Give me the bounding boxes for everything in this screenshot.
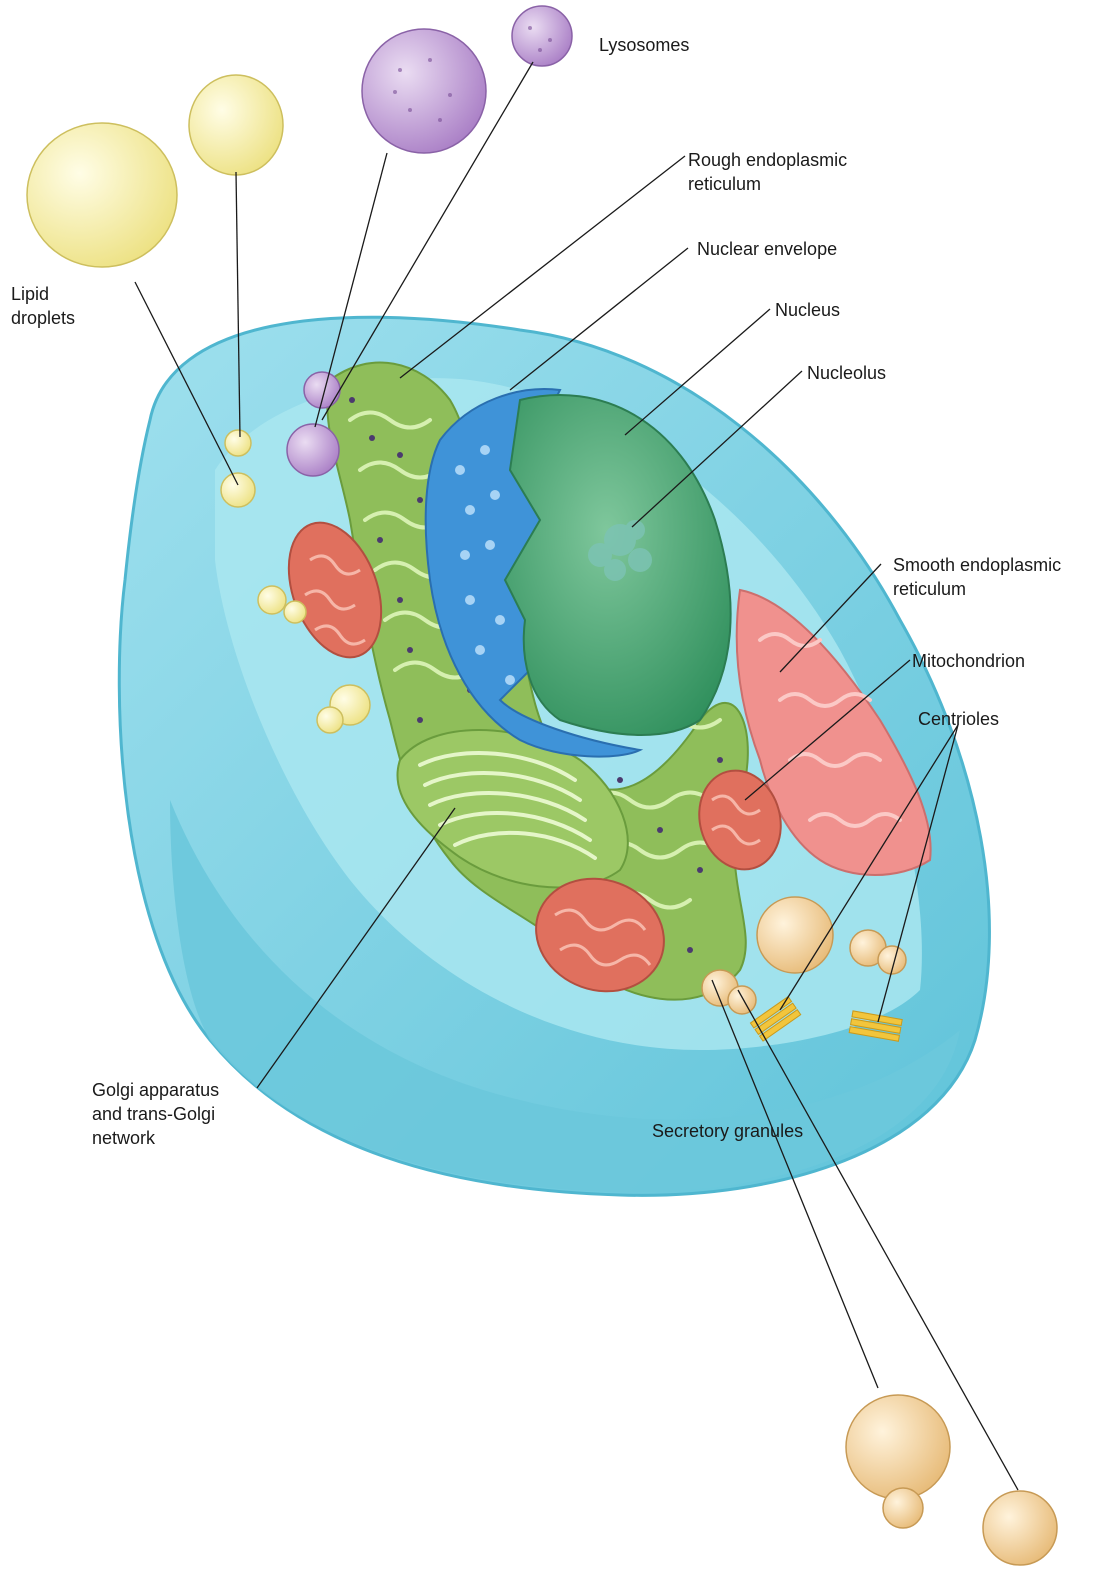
label-nucleus: Nucleus <box>775 298 840 322</box>
secretory-granule-large <box>846 1395 950 1528</box>
label-lipid-droplets: Lipid droplets <box>11 282 75 330</box>
lipid-droplet-small <box>189 75 283 175</box>
label-nucleolus: Nucleolus <box>807 361 886 385</box>
label-golgi: Golgi apparatus and trans-Golgi network <box>92 1078 219 1150</box>
label-lysosomes: Lysosomes <box>599 33 689 57</box>
label-smooth-er: Smooth endoplasmic reticulum <box>893 553 1061 601</box>
label-centrioles: Centrioles <box>918 707 999 731</box>
secretory-granule-small <box>983 1491 1057 1565</box>
label-nuclear-envelope: Nuclear envelope <box>697 237 837 261</box>
label-secretory-granules: Secretory granules <box>652 1119 803 1143</box>
label-mitochondrion: Mitochondrion <box>912 649 1025 673</box>
lipid-droplet-large <box>27 123 177 267</box>
lysosome-large <box>362 29 486 153</box>
lysosome-small <box>512 6 572 66</box>
label-rough-er: Rough endoplasmic reticulum <box>688 148 847 196</box>
